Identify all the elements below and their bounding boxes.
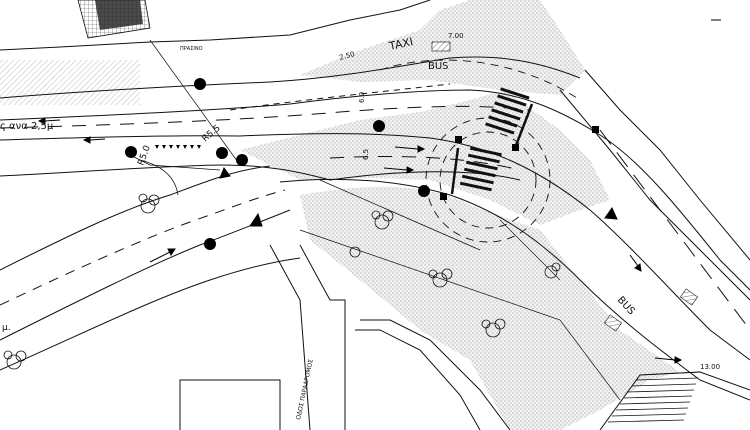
small-mark: μ. — [2, 323, 11, 333]
traffic-light-icon — [236, 154, 248, 166]
road-edges — [0, 0, 750, 401]
stop-line-top — [513, 103, 534, 149]
give-way-markings — [155, 145, 201, 149]
arrow-icon — [37, 19, 721, 364]
plaza-area-top — [240, 90, 610, 225]
legend-small: ΠΡΑΣΙΝΟ — [180, 46, 203, 52]
stop-line — [450, 147, 460, 195]
tree-icon — [481, 318, 506, 338]
signal-posts — [440, 126, 599, 200]
tree-icon — [3, 350, 27, 370]
bus-stop-icon — [679, 288, 699, 306]
traffic-light-icon — [373, 120, 385, 132]
traffic-light-icon — [216, 147, 228, 159]
taxi-label: TAXI — [387, 35, 414, 53]
radius-arc — [139, 159, 179, 196]
width-a: 6.0 — [358, 92, 366, 103]
bus-label-right: BUS — [615, 295, 637, 318]
plaza-area — [300, 186, 680, 430]
sidewalk-note: ς ανα 2,5μ — [0, 121, 54, 132]
dim-left: 2.50 — [338, 50, 355, 62]
radius-label-2: R5.5 — [201, 123, 223, 144]
width-b: 6.5 — [362, 149, 370, 160]
building-note-box — [0, 60, 140, 105]
crossing-bottom — [459, 146, 502, 192]
building-dark-core — [95, 0, 143, 30]
guide-lines — [129, 39, 621, 401]
dim-bottom: 13.00 — [700, 363, 720, 371]
traffic-light-icon — [204, 238, 216, 250]
traffic-light-icon — [418, 185, 430, 197]
traffic-light-icon — [194, 78, 206, 90]
tree-icon — [138, 193, 160, 214]
tree-icon — [544, 262, 561, 279]
trees — [3, 193, 561, 370]
traffic-lights — [125, 78, 430, 250]
tree-icon — [428, 268, 453, 288]
bus-label-top: BUS — [428, 61, 449, 72]
lane-markings — [0, 83, 531, 171]
tree-icon — [371, 210, 394, 230]
dim-top: 7.00 — [448, 32, 464, 40]
road-lower-left — [0, 165, 301, 371]
roundabout — [379, 59, 581, 243]
bus-stop-icon — [603, 314, 623, 332]
crossing-top — [485, 87, 530, 135]
stairs — [607, 371, 701, 423]
traffic-light-icon — [125, 146, 137, 158]
bus-stop-icon — [431, 41, 451, 52]
tree-icon — [349, 246, 361, 258]
